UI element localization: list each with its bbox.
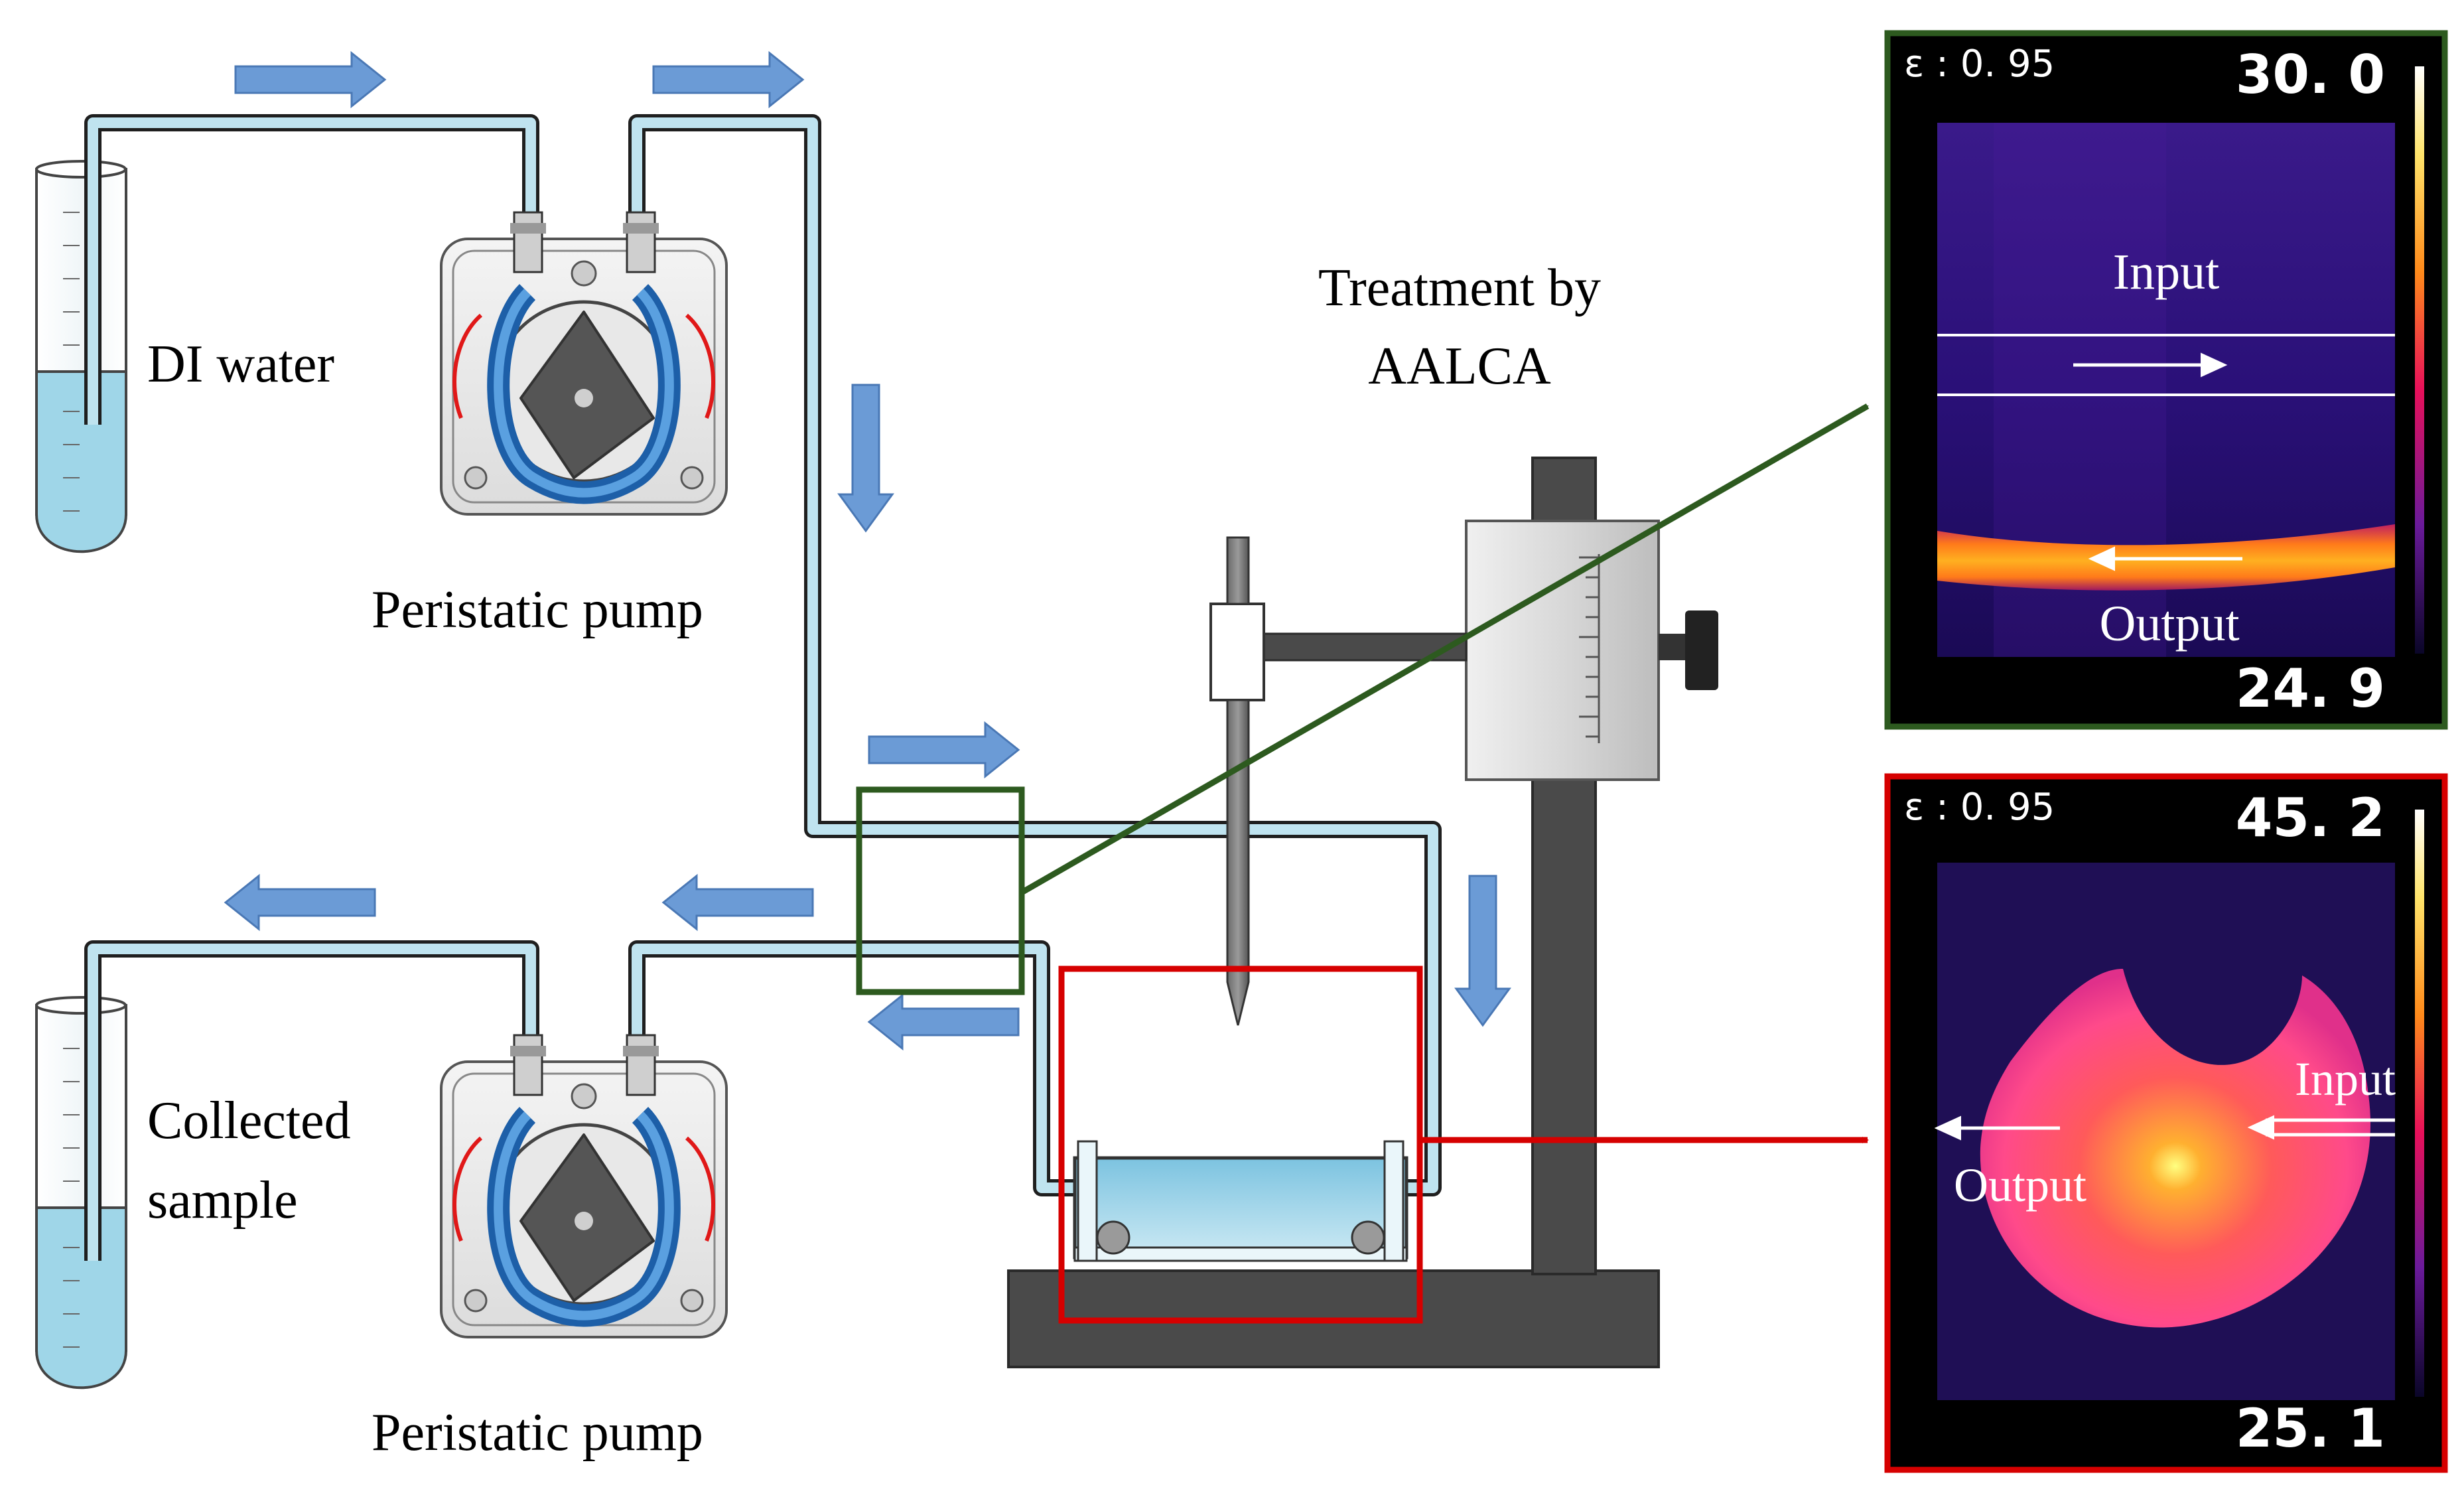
- thermal-top-input: Input: [2113, 244, 2219, 300]
- flow-arrow-left: [867, 993, 1020, 1051]
- thermal-bottom-output: Output: [1954, 1159, 2087, 1212]
- thermal-image-top: [1884, 30, 2448, 730]
- flow-arrows: [224, 50, 1511, 1051]
- collected-label-line2: sample: [147, 1171, 298, 1230]
- treatment-label-line1: Treatment by: [1318, 259, 1601, 317]
- thermal-top-emissivity: ε : 0. 95: [1904, 42, 2055, 86]
- callout-chamber: [1058, 966, 1869, 1324]
- tubing: [84, 114, 1442, 1261]
- flow-arrow-left: [224, 873, 376, 932]
- peristaltic-pump-top: [441, 212, 726, 514]
- flow-arrow-down: [1454, 875, 1511, 1027]
- flow-arrow-left: [661, 873, 814, 932]
- diagram-labels: DI water Peristatic pump Peristatic pump…: [147, 42, 2396, 1462]
- thermal-top-output: Output: [2099, 596, 2239, 652]
- thermal-image-bottom: [1884, 773, 2448, 1473]
- treatment-label-line2: AALCA: [1368, 337, 1551, 395]
- flow-arrow-right: [652, 50, 805, 109]
- source-test-tube: [35, 160, 127, 553]
- flow-arrow-right: [234, 50, 387, 109]
- thermal-bottom-min: 25. 1: [2236, 1397, 2385, 1459]
- collected-label-line1: Collected: [147, 1092, 351, 1150]
- flow-arrow-down: [837, 384, 894, 533]
- peristaltic-pump-bottom: [441, 1035, 726, 1337]
- thermal-top-max: 30. 0: [2236, 44, 2385, 106]
- thermal-bottom-max: 45. 2: [2236, 787, 2385, 849]
- thermal-top-min: 24. 9: [2236, 658, 2385, 719]
- pump-top-label: Peristatic pump: [372, 581, 703, 639]
- treatment-chamber: [1073, 1140, 1408, 1262]
- callout-inlet-outlet: [856, 403, 1870, 995]
- flow-arrow-right: [868, 721, 1020, 779]
- source-label: DI water: [147, 335, 334, 394]
- pump-bottom-label: Peristatic pump: [372, 1403, 703, 1462]
- thermal-bottom-emissivity: ε : 0. 95: [1904, 786, 2055, 829]
- thermal-bottom-input: Input: [2295, 1052, 2396, 1106]
- collected-test-tube: [35, 996, 127, 1390]
